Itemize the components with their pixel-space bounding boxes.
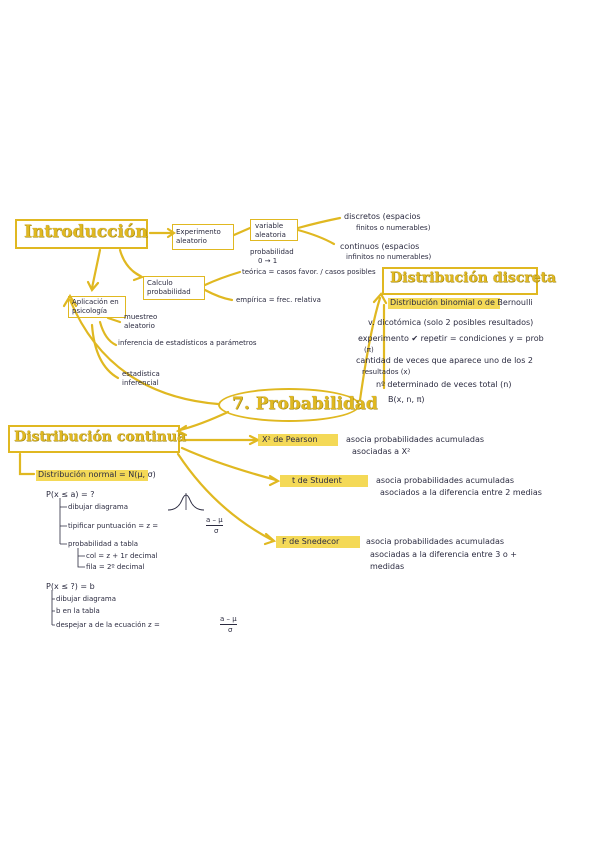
calculo-label: Calculo probabilidad xyxy=(147,279,191,296)
snedecor-desc3: medidas xyxy=(370,562,405,571)
center-title-box xyxy=(218,388,360,422)
discretos-sub: finitos o numerables) xyxy=(356,224,431,232)
p1-step-c: probabilidad a tabla xyxy=(68,540,139,548)
discretos-label: discretos (espacios xyxy=(344,212,421,221)
pearson-highlight xyxy=(258,434,338,446)
p2-label: P(x ≤ ?) = b xyxy=(46,582,95,591)
snedecor-desc1: asocia probabilidades acumuladas xyxy=(366,537,505,546)
cantidad-label: cantidad de veces que aparece uno de los… xyxy=(356,356,533,365)
normal-label: Distribución normal = N(μ, σ) xyxy=(38,470,156,479)
pearson-desc2: asociadas a X² xyxy=(352,447,411,456)
intro-title: Introducción xyxy=(24,222,148,242)
p2-step-b: b en la tabla xyxy=(56,607,100,615)
variable-label: variable aleatoria xyxy=(255,222,286,239)
p1-step-a: dibujar diagrama xyxy=(68,503,129,511)
snedecor-label: F de Snedecor xyxy=(282,537,340,546)
continuos-label: continuos (espacios xyxy=(340,242,420,251)
teorica-label: teórica = casos favor. / casos posibles xyxy=(242,268,376,276)
resultados-label: resultados (x) xyxy=(362,368,411,376)
variable-box xyxy=(250,219,298,241)
determinado-label: nº determinado de veces total (n) xyxy=(376,380,512,389)
calculo-box xyxy=(143,276,205,300)
student-desc2: asociados a la diferencia entre 2 medias xyxy=(380,488,542,497)
aplicacion-label: Aplicación en psicología xyxy=(72,298,119,315)
continua-title-box xyxy=(8,425,180,453)
probabilidad-label: probabilidad xyxy=(250,248,294,256)
p1-frac-num: a – μ xyxy=(206,516,223,526)
muestreo-label: muestreo aleatorio xyxy=(124,313,158,330)
student-label: t de Student xyxy=(292,476,342,485)
pi-label: (π) xyxy=(364,346,374,354)
p1-step-b: tipificar puntuación = z = xyxy=(68,522,159,530)
snedecor-desc2: asociadas a la diferencia entre 3 o + xyxy=(370,550,517,559)
pearson-label: X² de Pearson xyxy=(262,435,318,444)
p1-frac-den: σ xyxy=(214,527,219,535)
probabilidad-range: 0 → 1 xyxy=(258,257,278,265)
continua-title: Distribución continua xyxy=(14,429,186,445)
binomial-label: Distribución binomial o de Bernoulli xyxy=(390,298,533,307)
center-title: 7. Probabilidad xyxy=(232,394,378,414)
inferencia-label: inferencia de estadísticos a parámetros xyxy=(118,339,257,347)
p2-frac-num: a – μ xyxy=(220,615,237,625)
experimento-label: Experimento aleatorio xyxy=(176,228,221,245)
p1-step-c1: col = z + 1r decimal xyxy=(86,552,158,560)
binomial-formula: B(x, n, π) xyxy=(388,395,425,404)
snedecor-highlight xyxy=(276,536,360,548)
dicotomica-label: v. dicotómica (solo 2 posibles resultado… xyxy=(368,318,534,327)
continuos-sub: infinitos no numerables) xyxy=(346,253,432,261)
student-desc1: asocia probabilidades acumuladas xyxy=(376,476,515,485)
p2-step-a: dibujar diagrama xyxy=(56,595,117,603)
estadistica-label: estadística inferencial xyxy=(122,370,160,387)
student-highlight xyxy=(280,475,368,487)
binomial-highlight xyxy=(388,298,500,309)
intro-title-box xyxy=(15,219,148,249)
discreta-title: Distribución discreta xyxy=(390,270,557,286)
p2-frac-den: σ xyxy=(228,626,233,634)
discreta-title-box xyxy=(382,267,538,295)
experimento-cond: experimento ✔ repetir = condiciones y = … xyxy=(358,334,544,343)
aplicacion-box xyxy=(68,296,126,318)
p1-step-c2: fila = 2º decimal xyxy=(86,563,145,571)
p1-label: P(x ≤ a) = ? xyxy=(46,490,95,499)
normal-highlight xyxy=(36,470,148,481)
pearson-desc1: asocia probabilidades acumuladas xyxy=(346,435,485,444)
p2-step-c: despejar a de la ecuación z = xyxy=(56,621,160,629)
empirica-label: empírica = frec. relativa xyxy=(236,296,321,304)
experimento-box xyxy=(172,224,234,250)
